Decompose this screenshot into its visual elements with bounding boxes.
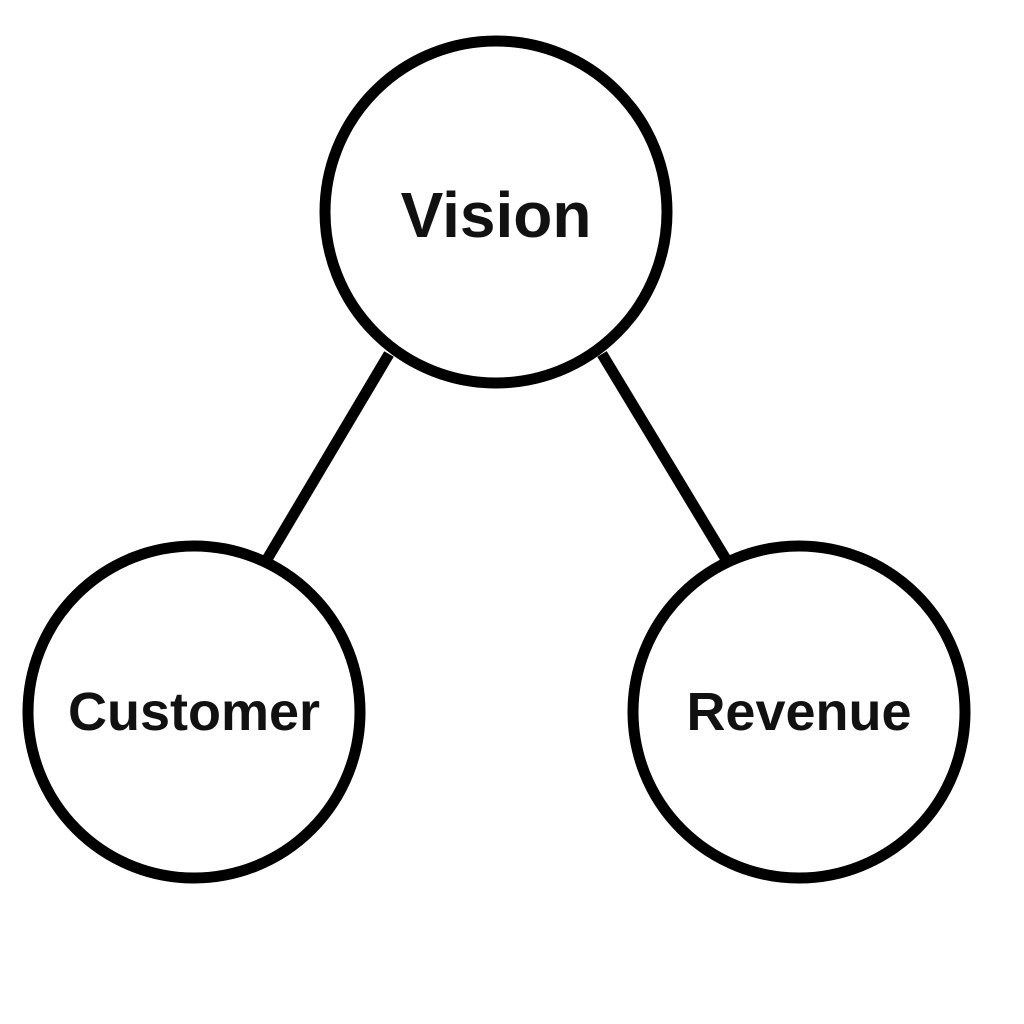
edge-vision-revenue	[597, 351, 732, 564]
node-revenue: Revenue	[627, 540, 971, 884]
edge-vision-customer	[261, 351, 394, 564]
node-revenue-circle	[627, 540, 971, 884]
node-revenue-label: Revenue	[686, 682, 911, 742]
node-customer-circle	[22, 540, 366, 884]
node-customer-label: Customer	[68, 682, 320, 742]
node-vision-label: Vision	[401, 179, 592, 251]
node-vision: Vision	[319, 35, 673, 389]
node-customer: Customer	[22, 540, 366, 884]
node-vision-circle	[319, 35, 673, 389]
